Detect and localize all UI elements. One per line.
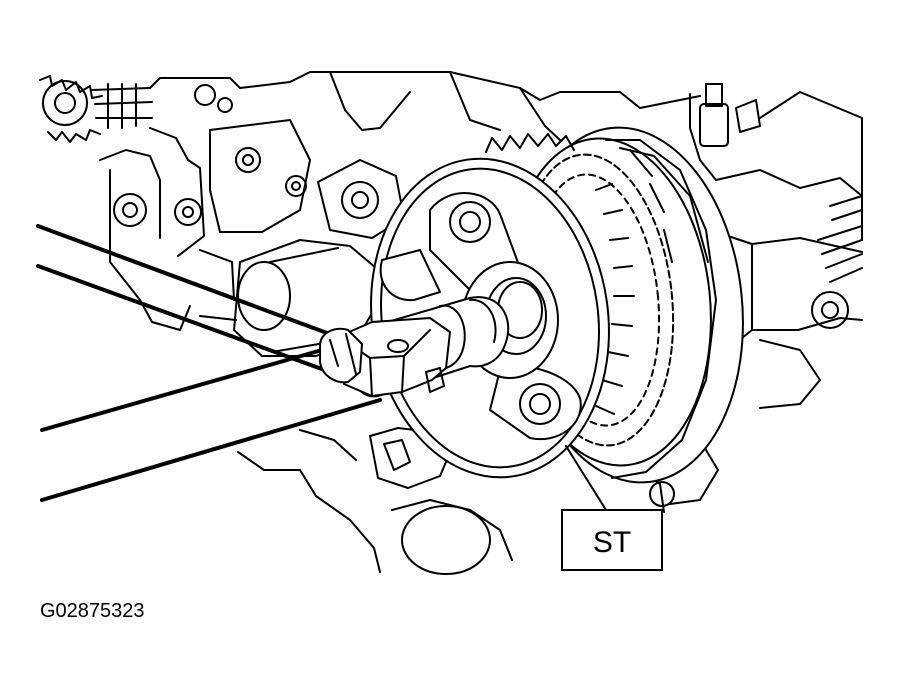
wrench-handle: [36, 224, 382, 502]
callout-box: ST: [561, 509, 663, 571]
left-gear: [39, 75, 153, 143]
figure-code: G02875323: [40, 600, 145, 622]
callout-label: ST: [593, 526, 631, 559]
engine-block: [39, 71, 863, 575]
callout-leader: [565, 445, 607, 511]
special-tool: [339, 157, 610, 479]
